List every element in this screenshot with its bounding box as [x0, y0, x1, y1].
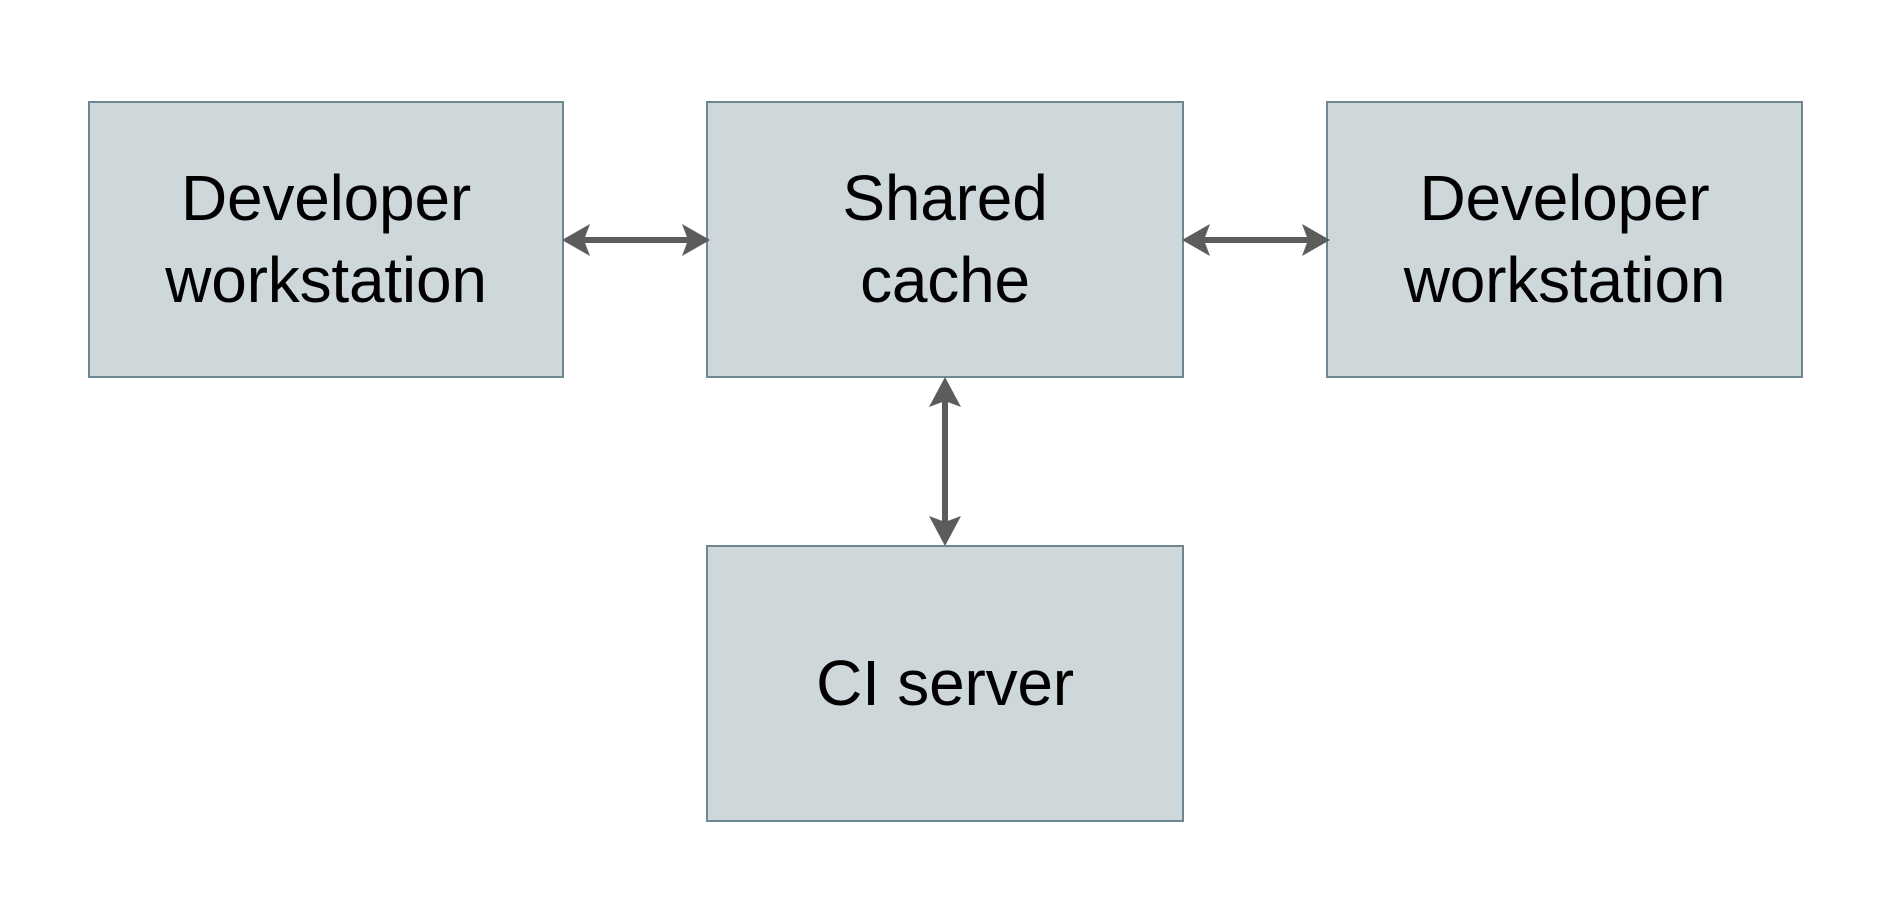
double-arrow-horizontal-icon [562, 224, 710, 256]
node-label: Developer workstation [165, 161, 487, 316]
node-ci-server[interactable]: CI server [706, 545, 1184, 822]
edge-left-workstation-to-shared-cache [562, 215, 710, 265]
node-shared-cache[interactable]: Shared cache [706, 101, 1184, 378]
edge-shared-cache-to-right-workstation [1182, 215, 1330, 265]
node-developer-workstation-left[interactable]: Developer workstation [88, 101, 564, 378]
node-developer-workstation-right[interactable]: Developer workstation [1326, 101, 1803, 378]
double-arrow-horizontal-icon [1182, 224, 1330, 256]
node-label: CI server [816, 646, 1074, 719]
edge-shared-cache-to-ci-server [920, 377, 970, 546]
node-label: Shared cache [842, 161, 1048, 316]
double-arrow-vertical-icon [929, 377, 961, 546]
node-label: Developer workstation [1403, 161, 1726, 316]
